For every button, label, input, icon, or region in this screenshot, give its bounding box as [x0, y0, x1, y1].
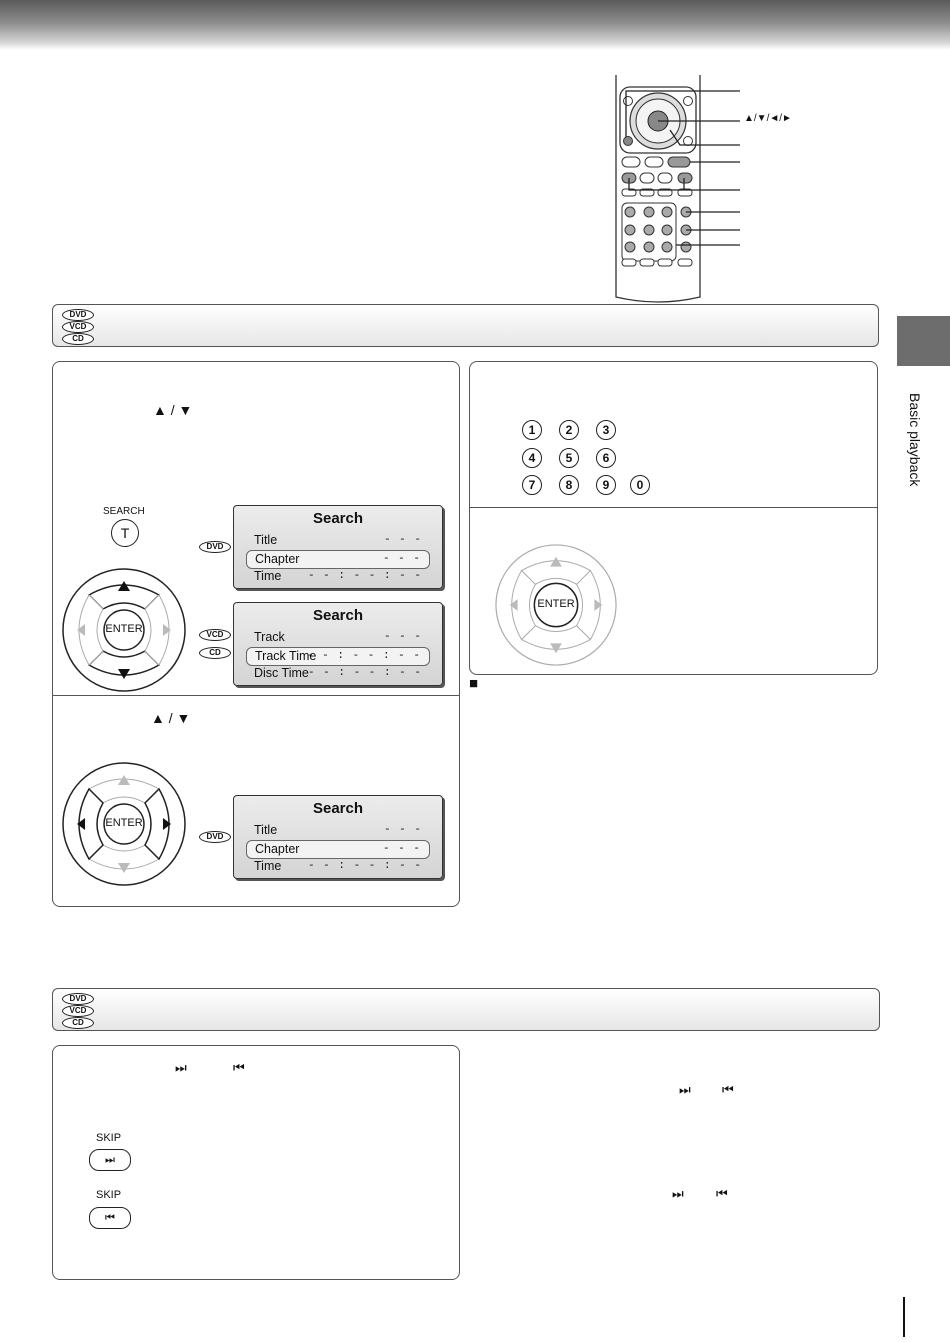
dvd-badge: DVD	[62, 993, 94, 1005]
search-button-label: SEARCH	[103, 506, 145, 517]
step2-dvd-badge: DVD	[199, 831, 231, 843]
row-value: - - -	[383, 631, 422, 643]
search-button-key: T	[120, 525, 130, 541]
row-label: Chapter	[255, 842, 300, 856]
skip-next-icon: ⏭	[175, 1060, 187, 1075]
number-key-6[interactable]: 6	[596, 448, 616, 468]
skip-next-icon-right-2: ⏭	[672, 1186, 684, 1201]
dvd-search-screen: Search Title - - - Chapter - - - Time - …	[233, 505, 443, 589]
cd-badge: CD	[62, 333, 94, 345]
number-entry-panel: 1 2 3 4 5 6 7 8 9 0 ENTER	[469, 361, 878, 675]
skip-next-icon-right-1: ⏭	[679, 1082, 691, 1097]
step1-dvd-badge: DVD	[199, 541, 231, 553]
header-band	[0, 0, 950, 50]
vcd-badge: VCD	[62, 1005, 94, 1017]
remote-control-drawing	[615, 75, 740, 303]
row-label: Time	[254, 859, 282, 873]
row-label: Title	[254, 533, 278, 547]
vcd-badge: VCD	[62, 321, 94, 333]
number-panel-divider	[470, 507, 877, 508]
number-key-8[interactable]: 8	[559, 475, 579, 495]
step1-cd-badge: CD	[199, 647, 231, 659]
vcd-search-row-disc-time: Disc Time - - : - - : - -	[246, 665, 430, 682]
vcd-search-screen-title: Search	[312, 607, 364, 624]
row-label: Track	[254, 630, 285, 644]
step2-search-screen-title: Search	[312, 800, 364, 817]
remote-illustration	[600, 75, 820, 305]
dvd-search-row-time: Time - - : - - : - -	[246, 568, 430, 585]
dvd-search-screen-title: Search	[312, 510, 364, 527]
row-label: Track Time	[255, 649, 317, 663]
chapter-tab-label: Basic playback	[907, 393, 923, 487]
skip-prev-icon: ⏮	[233, 1060, 245, 1075]
dpad-updown-enter-label: ENTER	[105, 623, 143, 635]
dpad-leftright[interactable]: ENTER	[61, 761, 187, 887]
dpad-updown[interactable]: ENTER	[61, 567, 187, 693]
row-value: - - : - - : - -	[306, 650, 421, 662]
number-key-5[interactable]: 5	[559, 448, 579, 468]
skip-next-button-icon: ⏭	[105, 1154, 115, 1166]
skip-panel: ⏭ ⏮ SKIP ⏭ SKIP ⏮	[52, 1045, 460, 1280]
step2-search-row-title: Title - - -	[246, 822, 430, 839]
row-value: - - : - - : - -	[307, 667, 422, 679]
skip-next-label: SKIP	[96, 1132, 122, 1144]
number-key-0[interactable]: 0	[630, 475, 650, 495]
step2-search-screen: Search Title - - - Chapter - - - Time - …	[233, 795, 443, 879]
number-key-7[interactable]: 7	[522, 475, 542, 495]
row-value: - - -	[383, 534, 422, 546]
row-value: - - : - - : - -	[307, 570, 422, 582]
dvd-badge: DVD	[62, 309, 94, 321]
dpad-enter-only[interactable]: ENTER	[494, 543, 618, 667]
disc-type-bar-bottom: DVD VCD CD	[52, 988, 880, 1031]
number-key-1[interactable]: 1	[522, 420, 542, 440]
cd-badge: CD	[62, 1017, 94, 1029]
number-key-2[interactable]: 2	[559, 420, 579, 440]
dvd-search-row-title: Title - - -	[246, 532, 430, 549]
skip-prev-button[interactable]: ⏮	[89, 1207, 131, 1229]
skip-prev-button-icon: ⏮	[105, 1212, 115, 1224]
vcd-search-screen: Search Track - - - Track Time - - : - - …	[233, 602, 443, 686]
remote-arrow-label: ▲/▼/◄/►	[744, 113, 792, 124]
dpad-leftright-enter-label: ENTER	[105, 817, 143, 829]
step2-arrows-hint: ▲ / ▼	[151, 710, 191, 726]
row-value: - - -	[382, 843, 421, 855]
step2-search-row-time: Time - - : - - : - -	[246, 858, 430, 875]
search-steps-panel: ▲ / ▼ SEARCH T ENTER DVD Search Title - …	[52, 361, 460, 907]
step-divider	[53, 695, 459, 696]
row-value: - - -	[382, 553, 421, 565]
number-key-4[interactable]: 4	[522, 448, 542, 468]
step1-arrows-hint: ▲ / ▼	[153, 402, 193, 418]
search-button[interactable]: T	[111, 519, 139, 547]
skip-prev-label: SKIP	[96, 1189, 122, 1201]
skip-next-button[interactable]: ⏭	[89, 1149, 131, 1171]
vcd-search-row-track: Track - - -	[246, 629, 430, 646]
vcd-search-row-track-time[interactable]: Track Time - - : - - : - -	[246, 647, 430, 666]
row-label: Chapter	[255, 552, 300, 566]
skip-prev-icon-right-1: ⏮	[722, 1082, 734, 1097]
skip-prev-icon-right-2: ⏮	[716, 1186, 728, 1201]
row-label: Time	[254, 569, 282, 583]
dvd-search-row-chapter[interactable]: Chapter - - -	[246, 550, 430, 569]
note-marker: ■	[469, 675, 479, 692]
row-value: - - : - - : - -	[307, 860, 422, 872]
disc-type-bar-top: DVD VCD CD	[52, 304, 879, 347]
page-edge-rule	[903, 1297, 905, 1337]
row-label: Disc Time	[254, 666, 309, 680]
chapter-tab	[897, 316, 950, 366]
row-value: - - -	[383, 824, 422, 836]
dpad-enter-only-label: ENTER	[537, 598, 575, 610]
step2-search-row-chapter[interactable]: Chapter - - -	[246, 840, 430, 859]
row-label: Title	[254, 823, 278, 837]
step1-vcd-badge: VCD	[199, 629, 231, 641]
number-key-3[interactable]: 3	[596, 420, 616, 440]
number-key-9[interactable]: 9	[596, 475, 616, 495]
